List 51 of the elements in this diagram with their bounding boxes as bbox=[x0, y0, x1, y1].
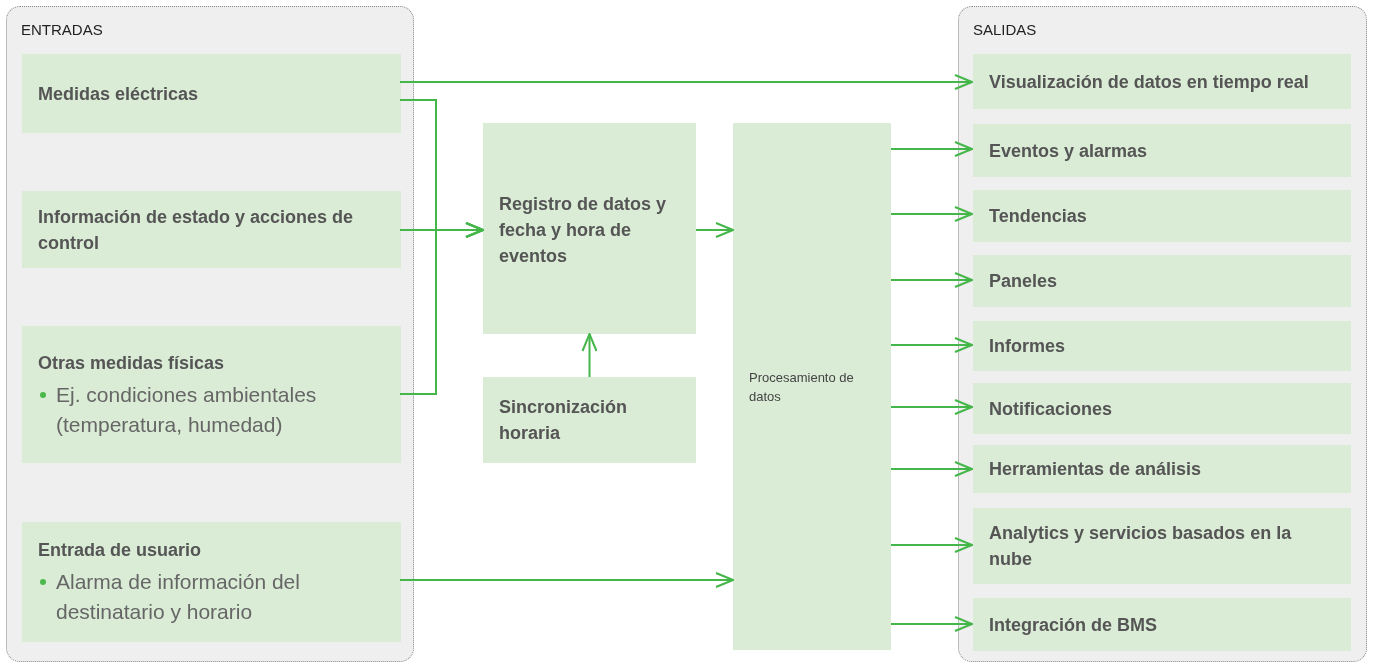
process-box bbox=[973, 190, 1351, 242]
arrow bbox=[890, 141, 973, 157]
box-heading: Integración de BMS bbox=[989, 613, 1159, 637]
box-heading: Otras medidas físicas bbox=[38, 351, 226, 375]
box-heading: Entrada de usuario bbox=[38, 539, 203, 562]
arrow bbox=[581, 333, 598, 378]
group-panel bbox=[958, 6, 1367, 662]
bullet-text: Alarma de información del destinatario y horario bbox=[56, 570, 300, 623]
box-label: Procesamiento de datos bbox=[749, 368, 855, 406]
box-heading: Tendencias bbox=[989, 205, 1088, 228]
arrow bbox=[890, 206, 973, 222]
group-panel bbox=[6, 6, 414, 662]
box-heading: Paneles bbox=[989, 270, 1059, 293]
process-box bbox=[483, 377, 696, 463]
arrow bbox=[890, 616, 973, 632]
arrow bbox=[695, 222, 734, 238]
process-box bbox=[973, 508, 1351, 584]
process-box bbox=[973, 124, 1351, 177]
arrow bbox=[399, 222, 484, 395]
box-heading: Información de estado y acciones de control bbox=[38, 205, 355, 255]
box-heading: Medidas eléctricas bbox=[38, 82, 200, 106]
arrow bbox=[399, 74, 973, 90]
box-heading: Notificaciones bbox=[989, 397, 1114, 421]
process-box bbox=[483, 123, 696, 334]
arrow bbox=[890, 272, 973, 288]
box-heading: Eventos y alarmas bbox=[989, 139, 1149, 163]
process-box bbox=[22, 54, 401, 133]
box-heading: Registro de datos y fecha y hora de eventos bbox=[499, 193, 668, 268]
arrow bbox=[399, 572, 734, 588]
process-box bbox=[973, 255, 1351, 307]
arrow bbox=[890, 537, 973, 553]
process-box bbox=[22, 326, 401, 463]
process-box bbox=[733, 123, 891, 650]
process-box bbox=[973, 321, 1351, 371]
panel-heading: SALIDAS bbox=[973, 21, 1037, 38]
bullet-text: Ej. condiciones ambientales (temperatura, humedad) bbox=[56, 382, 317, 436]
process-box bbox=[973, 445, 1351, 493]
box-heading: Analytics y servicios basados en la nube bbox=[989, 522, 1293, 571]
process-box bbox=[22, 191, 401, 268]
box-heading: Sincronización horaria bbox=[499, 396, 629, 445]
process-box bbox=[973, 383, 1351, 434]
arrow bbox=[890, 461, 973, 477]
arrow bbox=[890, 337, 973, 353]
arrow bbox=[890, 399, 973, 415]
box-heading: Herramientas de análisis bbox=[989, 458, 1203, 481]
process-box bbox=[973, 54, 1351, 109]
panel-heading: ENTRADAS bbox=[21, 21, 103, 38]
box-heading: Informes bbox=[989, 335, 1067, 358]
process-box bbox=[22, 522, 401, 642]
box-heading: Visualización de datos en tiempo real bbox=[989, 70, 1310, 94]
process-box bbox=[973, 598, 1351, 651]
